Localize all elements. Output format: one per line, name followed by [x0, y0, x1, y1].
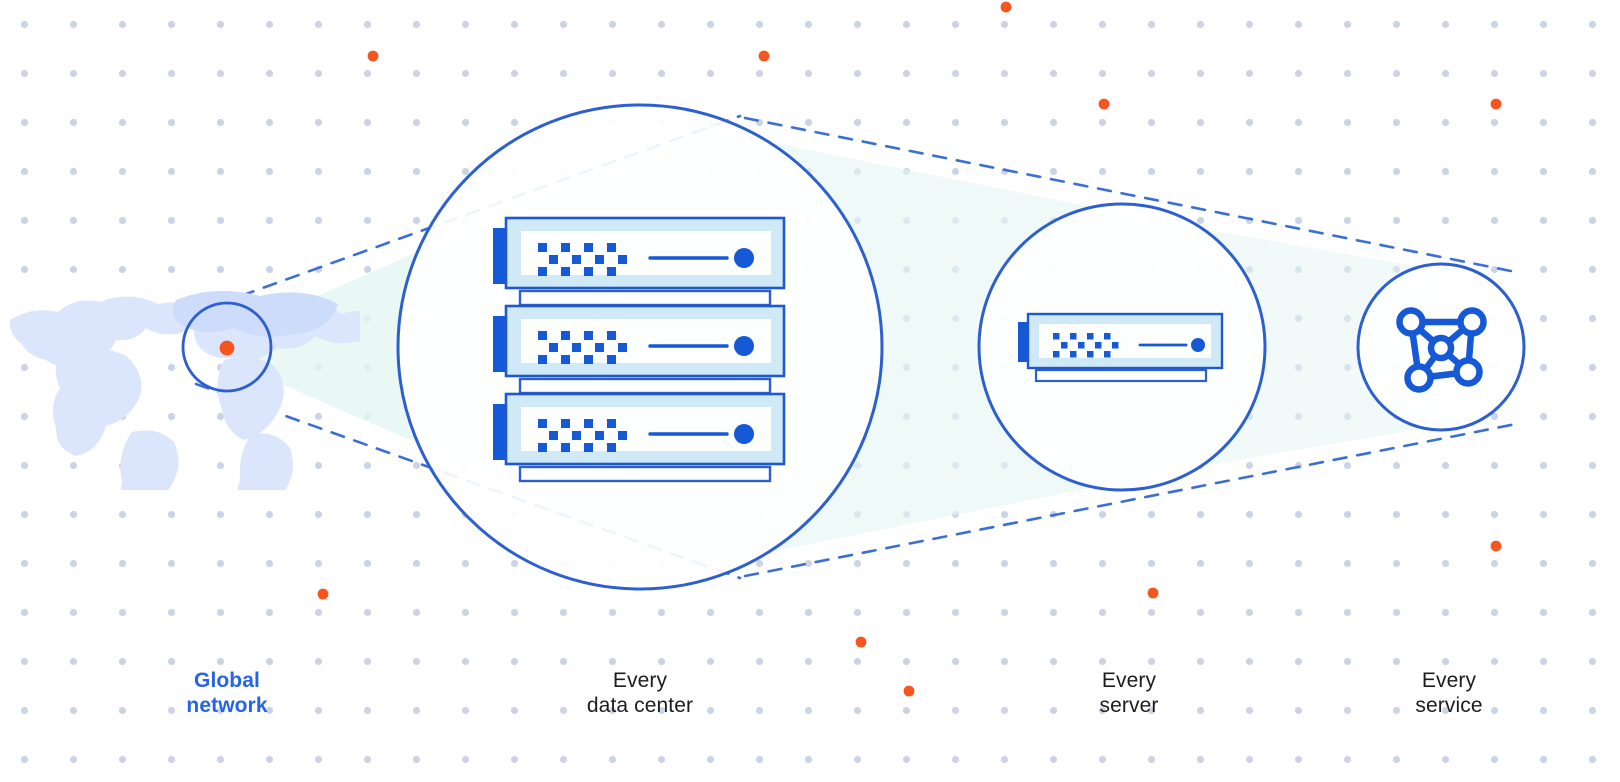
accent-dot [1490, 98, 1502, 110]
accent-dot [1490, 540, 1502, 552]
accent-dot [367, 50, 379, 62]
server-rack-icon [493, 216, 786, 483]
accent-dot [855, 636, 867, 648]
accent-dot [221, 342, 233, 354]
accent-dot [317, 588, 329, 600]
stage-label-every-service: Every service [1415, 669, 1483, 717]
accent-dot [1098, 98, 1110, 110]
accent-dots-group [221, 1, 1502, 697]
accent-dot [1147, 587, 1159, 599]
world-map-icon [9, 290, 360, 490]
accent-dot [1000, 1, 1012, 13]
stage-label-global-network: Global network [186, 669, 268, 717]
accent-dot [903, 685, 915, 697]
stage-label-every-data-center: Every data center [586, 669, 694, 717]
single-server-icon [1018, 312, 1224, 383]
stage-label-every-server: Every server [1099, 669, 1159, 717]
network-node-graph-nodes [1396, 307, 1487, 393]
global-network-circle [181, 301, 273, 393]
accent-dot [758, 50, 770, 62]
